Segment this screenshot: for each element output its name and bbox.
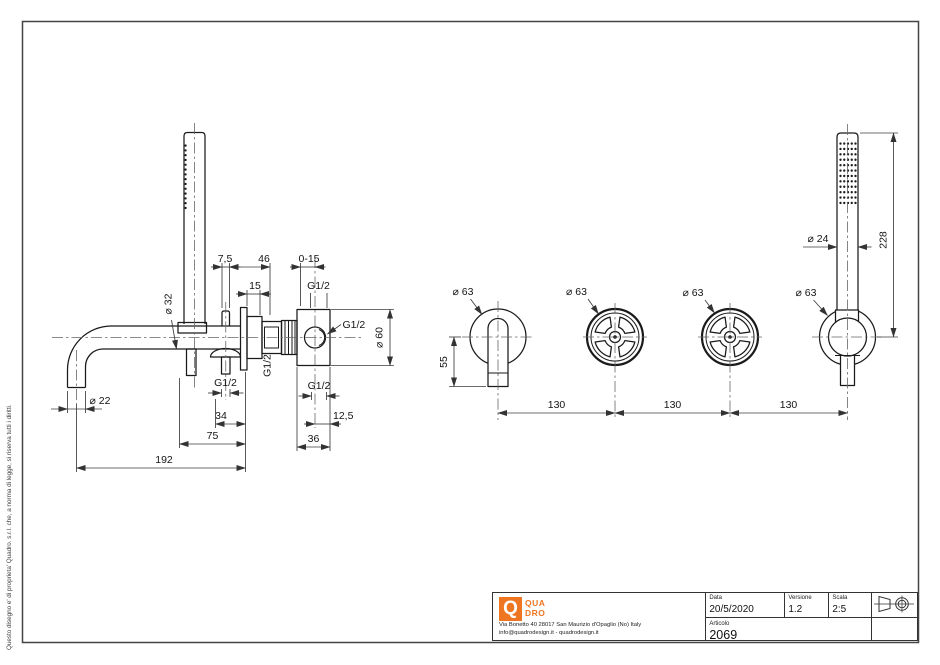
cartridge-inner [264,326,279,349]
thread-label: G1/2 [343,319,366,331]
dim-label: 130 [780,399,798,411]
dim-label: 228 [878,231,890,249]
data-label: Data [706,593,786,604]
title-block: Q QUA DRO Via Bonetto 40 28017 San Mauri… [492,592,918,642]
dim-label: ⌀ 63 [566,286,587,298]
dim-label: 46 [258,253,270,265]
scala-label: Scala [832,595,848,601]
spout-outline-bottom [84,348,241,388]
logo-wordmark: QUA DRO [525,598,546,618]
spout-outline-top [66,325,241,388]
dim-label: ⌀ 22 [90,395,111,407]
first-angle-projection-icon [874,595,915,613]
dim-label: ⌀ 63 [683,287,704,299]
dim-label: 7,5 [218,253,233,265]
address-line-2: info@quadrodesign.it - quadrodesign.it [499,630,599,637]
dim-label: 130 [548,399,566,411]
dim-label: 192 [155,454,173,466]
projection-symbol-box [872,593,917,618]
dim-label: 15 [249,280,261,292]
dim-label: ⌀ 24 [808,233,829,245]
handshower-hose-connector [185,348,197,377]
title-block-company-cell: Q QUA DRO Via Bonetto 40 28017 San Mauri… [493,593,707,640]
logo-q-mark: Q [499,597,522,621]
sheet-frame [21,20,920,644]
articolo-value: 2069 [709,628,738,642]
dim-label: 34 [215,410,227,422]
dim-label: 12,5 [333,410,354,422]
thread-label: G1/2 [308,380,331,392]
dim-label: ⌀ 32 [163,293,175,314]
versione-label: Versione [785,593,830,604]
title-block-fields: Data Versione Scala 20/5/2020 1.2 2:5 Ar… [706,593,872,642]
thread-label: G1/2 [214,377,237,389]
dim-label: ⌀ 63 [796,287,817,299]
title-block-symbol-cell [871,593,917,640]
versione-value: 1.2 [785,604,830,617]
dim-label: ⌀ 63 [453,286,474,298]
company-address: Via Bonetto 40 28017 San Maurizio d'Opag… [499,621,641,638]
dim-label: 55 [438,356,450,368]
articolo-label: Articolo [706,617,872,629]
dim-label: 0-15 [298,253,319,265]
data-value: 20/5/2020 [706,604,786,617]
company-logo: Q QUA DRO [499,597,545,621]
thread-label: G1/2 [262,354,274,377]
dim-label: 36 [308,433,320,445]
wall-flange [239,306,248,371]
side-view: 7,5 46 0-15 15 G1/2 ⌀ 32 G1/2 ⌀ 60 G [51,123,394,472]
thread-label: G1/2 [307,280,330,292]
handshower-nozzle-grid [839,142,857,209]
scala-value: 2:5 [832,604,847,615]
dim-label: 130 [664,399,682,411]
dim-label: ⌀ 60 [374,327,386,348]
front-view: ⌀ 63 ⌀ 63 ⌀ 63 ⌀ 63 55 ⌀ 24 228 [438,124,898,420]
address-line-1: Via Bonetto 40 28017 San Maurizio d'Opag… [499,621,642,628]
handshower-holder-escutcheon [177,321,208,334]
dim-label: 75 [207,430,219,442]
